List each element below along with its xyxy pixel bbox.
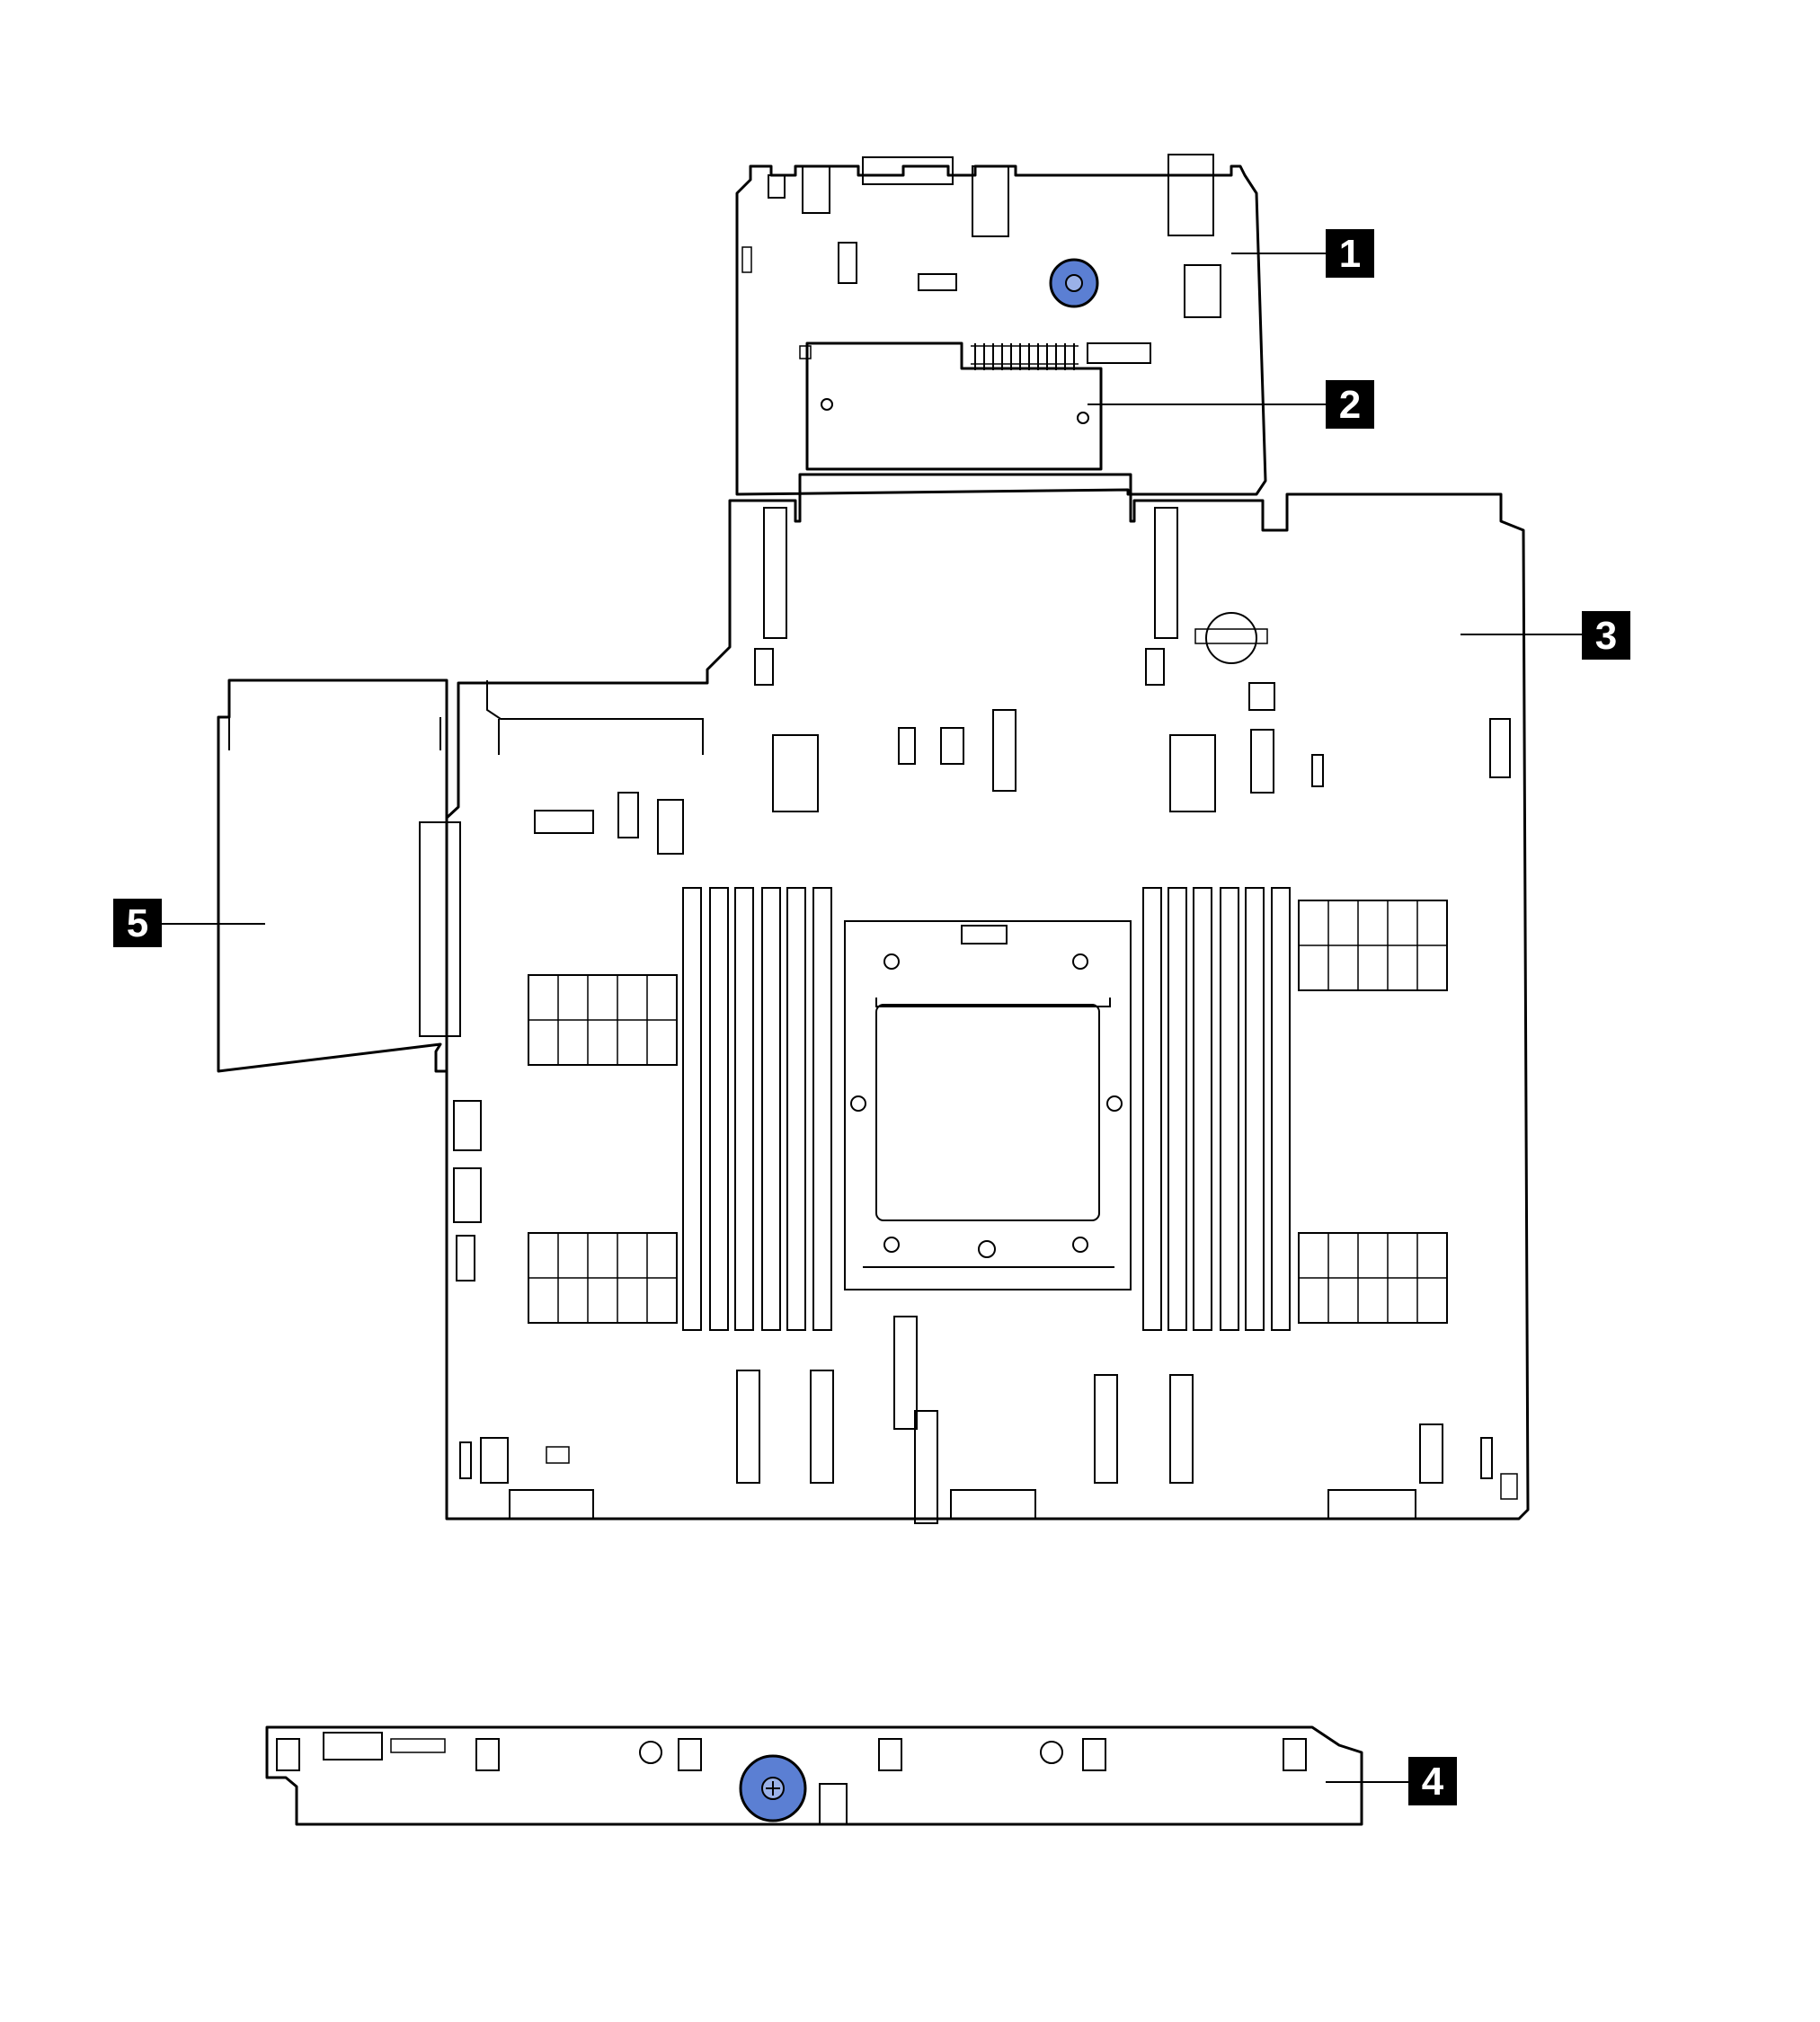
system-board bbox=[419, 473, 1582, 1524]
rear-io-board bbox=[735, 154, 1326, 496]
side-board bbox=[162, 678, 704, 1073]
callout-3: 3 bbox=[1582, 611, 1630, 660]
power-connector bbox=[1169, 734, 1216, 812]
callout-label: 5 bbox=[127, 901, 148, 945]
processor-socket bbox=[844, 920, 1132, 1290]
rear-port bbox=[768, 174, 786, 199]
power-connector bbox=[992, 709, 1017, 792]
connector-icon bbox=[534, 810, 594, 834]
connector-block bbox=[1298, 900, 1448, 991]
vga-port-icon bbox=[862, 156, 954, 185]
callout-label: 4 bbox=[1422, 1760, 1444, 1804]
header-pins-icon bbox=[741, 246, 752, 273]
drive-backplane bbox=[265, 1725, 1408, 1826]
callout-4: 4 bbox=[1408, 1757, 1457, 1805]
riser-slot bbox=[763, 507, 787, 639]
dimm-slots-left bbox=[682, 887, 832, 1331]
chip-icon bbox=[1184, 264, 1221, 318]
cmos-battery-icon bbox=[1205, 612, 1257, 664]
pcie-slots bbox=[736, 1316, 1194, 1524]
riser-slot bbox=[1154, 507, 1178, 639]
callout-label: 2 bbox=[1339, 383, 1361, 427]
dimm-slots-right bbox=[1142, 887, 1291, 1331]
usb-port-icon bbox=[802, 165, 830, 214]
side-connector bbox=[419, 821, 461, 1037]
sd-slot-icon bbox=[838, 242, 857, 284]
connector-icon bbox=[918, 273, 957, 291]
connector-icon bbox=[1087, 342, 1151, 364]
power-connector bbox=[1250, 729, 1274, 794]
io-module bbox=[799, 341, 1326, 471]
ethernet-port-icon bbox=[1167, 154, 1214, 236]
callout-2: 2 bbox=[1326, 380, 1374, 429]
connector-block bbox=[1298, 1232, 1448, 1324]
callout-label: 1 bbox=[1339, 232, 1361, 276]
usb-port-icon bbox=[972, 165, 1009, 237]
callout-1: 1 bbox=[1326, 229, 1374, 278]
connector-block bbox=[528, 1232, 678, 1324]
callout-label: 3 bbox=[1595, 614, 1617, 658]
connector-block bbox=[528, 974, 678, 1066]
power-connector bbox=[772, 734, 819, 812]
callout-5: 5 bbox=[113, 899, 162, 947]
